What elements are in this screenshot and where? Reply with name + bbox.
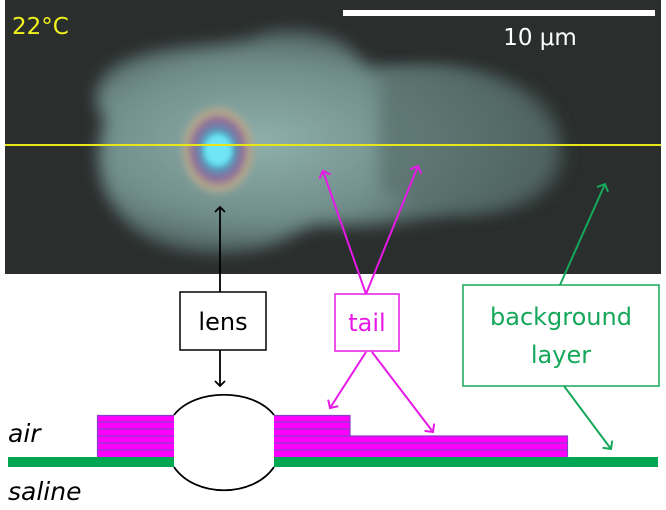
background-arrow-up [559, 182, 609, 286]
schematic: air saline [8, 393, 658, 506]
tail-arrow-right-down [371, 351, 436, 434]
tail-callout-label: tail [348, 309, 385, 337]
tail-arrow-right-up [365, 164, 423, 295]
scale-bar [343, 10, 655, 16]
lens-shape [173, 393, 275, 492]
tail-arrow-left-down [327, 351, 367, 410]
saline-label: saline [8, 477, 81, 506]
background-layer-left [8, 457, 174, 467]
temperature-label: 22°C [12, 14, 69, 40]
lens-callout: lens [179, 291, 267, 351]
background-layer-callout-line2: layer [531, 341, 591, 369]
background-arrow-down [563, 385, 614, 451]
background-layer-right [274, 457, 658, 467]
lens-center [204, 134, 232, 166]
background-layer-callout-line1: background [490, 303, 632, 331]
tail-callout: tail [334, 293, 400, 352]
lens-callout-box [179, 291, 267, 351]
micrograph-panel: 22°C 10 μm [5, 0, 661, 274]
air-label: air [8, 419, 42, 448]
tail-stack-right [274, 414, 569, 457]
cell-tail-region [380, 67, 556, 210]
lens-callout-label: lens [198, 308, 247, 336]
background-layer-callout-box [462, 284, 660, 387]
tail-stack-left [96, 414, 174, 457]
background-layer-callout: background layer [462, 284, 660, 387]
tail-arrow-left-up [318, 169, 367, 295]
scale-bar-label: 10 μm [503, 25, 577, 51]
tail-callout-box [334, 293, 400, 352]
